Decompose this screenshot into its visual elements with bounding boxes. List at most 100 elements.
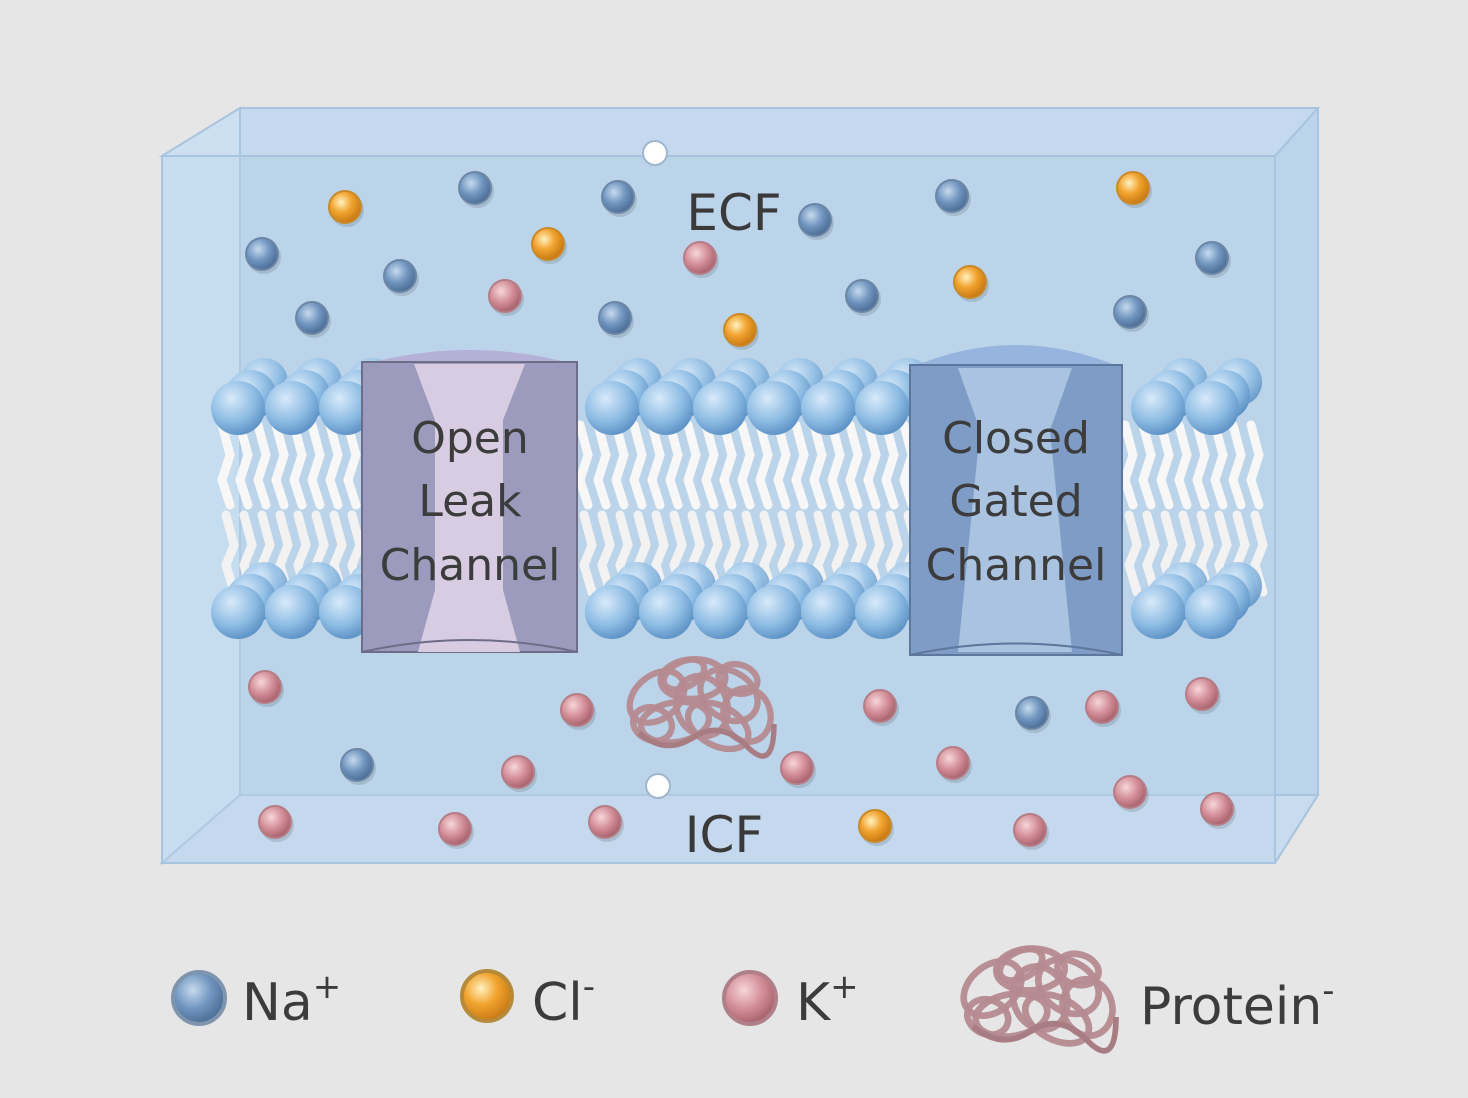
lipid-head-top	[211, 381, 265, 435]
k-ion	[501, 755, 535, 789]
k-ion	[1185, 677, 1219, 711]
lipid-head-bottom	[1185, 585, 1239, 639]
protein-coil-loop	[672, 672, 732, 740]
legend-cl-sup: -	[583, 967, 595, 1007]
lipid-tail-upper	[325, 420, 343, 510]
legend-k-sup: +	[830, 967, 859, 1007]
ecf-label: ECF	[686, 184, 781, 242]
cl-ion	[858, 809, 892, 843]
open-channel-label-line1: Open	[411, 413, 529, 464]
lipid-head-bottom	[211, 585, 265, 639]
open-channel-pore	[414, 364, 525, 652]
lipid-head-bottom	[1131, 585, 1185, 639]
lipid-tail-upper	[289, 420, 307, 510]
legend-k-base: K	[796, 973, 832, 1033]
lipid-tail-lower	[597, 510, 615, 597]
k-ion	[1013, 813, 1047, 847]
lipid-tail-upper	[755, 420, 773, 510]
na-ion	[245, 237, 279, 271]
legend-k: K+	[722, 967, 859, 1033]
lipid-tail-upper	[1228, 420, 1246, 510]
cl-ion	[328, 190, 362, 224]
lipid-tail-upper	[1192, 420, 1210, 510]
na-ion	[458, 171, 492, 205]
lipid-tail-upper	[217, 420, 235, 510]
lipid-head-bottom	[801, 585, 855, 639]
k-ion	[1200, 792, 1234, 826]
lipid-tail-upper	[343, 420, 361, 510]
lipid-bilayer	[211, 358, 1268, 639]
lipid-tail-upper	[665, 420, 683, 510]
lipid-tail-upper	[809, 420, 827, 510]
lipid-tail-upper	[737, 420, 755, 510]
lipid-tail-upper	[1138, 420, 1156, 510]
legend-na-text: Na+	[242, 967, 341, 1033]
legend: Na+ Cl- K+ Protein-	[171, 945, 1335, 1054]
legend-protein-text: Protein-	[1140, 971, 1335, 1037]
protein-coil-strand	[637, 723, 777, 759]
cl-ion	[723, 313, 757, 347]
closed-channel-label-line1: Closed	[942, 413, 1090, 464]
lipid-tail-upper	[307, 420, 325, 510]
lipid-head-top	[1185, 381, 1239, 435]
na-ion	[798, 203, 832, 237]
lipid-tail-upper	[611, 420, 629, 510]
lipid-head-top	[585, 381, 639, 435]
na-ion	[1015, 696, 1049, 730]
legend-cl-text: Cl-	[532, 967, 595, 1033]
lipid-tail-upper	[863, 420, 881, 510]
k-ion	[936, 746, 970, 780]
k-ion	[248, 670, 282, 704]
k-ion	[588, 805, 622, 839]
lipid-head-bottom	[639, 585, 693, 639]
lipid-head-bottom	[693, 585, 747, 639]
legend-cl-icon	[460, 969, 514, 1023]
lipid-tail-upper	[827, 420, 845, 510]
lipid-tail-upper	[719, 420, 737, 510]
cl-ion	[531, 227, 565, 261]
lipid-tail-upper	[773, 420, 791, 510]
closed-channel-label-line3: Channel	[926, 540, 1107, 591]
top-marker-dot	[642, 140, 668, 166]
k-ion	[1113, 775, 1147, 809]
legend-k-icon	[722, 970, 778, 1026]
na-ion	[601, 180, 635, 214]
lipid-tails	[217, 420, 1268, 597]
k-ion	[1085, 690, 1119, 724]
lipid-tail-upper	[271, 420, 289, 510]
legend-na-base: Na	[242, 973, 313, 1033]
bottom-marker-dot	[645, 773, 671, 799]
na-ion	[935, 179, 969, 213]
legend-protein-base: Protein	[1140, 977, 1322, 1037]
open-channel-label-line3: Channel	[380, 540, 561, 591]
legend-protein: Protein-	[960, 945, 1335, 1054]
protein-coil-strand	[971, 1016, 1119, 1054]
lipid-head-top	[265, 381, 319, 435]
lipid-tail-upper	[235, 420, 253, 510]
lipid-head-bottom	[319, 585, 373, 639]
k-ion	[438, 812, 472, 846]
na-ion	[1113, 295, 1147, 329]
lipid-head-top	[639, 381, 693, 435]
lipid-tail-lower	[1124, 510, 1142, 597]
lipid-tail-upper	[701, 420, 719, 510]
closed-channel-pore	[958, 368, 1072, 652]
lipid-tail-lower	[1142, 510, 1160, 597]
protein-coil-loop	[715, 660, 761, 698]
box-right-top-edge	[1274, 107, 1319, 157]
lipid-tail-upper	[253, 420, 271, 510]
lipid-tail-lower	[579, 510, 597, 597]
lipid-tail-upper	[575, 420, 593, 510]
open-leak-channel: Open Leak Channel	[361, 350, 578, 653]
lipid-head-top	[855, 381, 909, 435]
lipid-tail-upper	[1174, 420, 1192, 510]
lipid-tail-upper	[1246, 420, 1264, 510]
lipid-tail-upper	[683, 420, 701, 510]
lipid-head-bottom	[855, 585, 909, 639]
lipid-tail-lower	[221, 510, 239, 597]
na-ion	[1195, 241, 1229, 275]
cl-ion	[953, 265, 987, 299]
k-ion	[258, 805, 292, 839]
k-ion	[488, 279, 522, 313]
